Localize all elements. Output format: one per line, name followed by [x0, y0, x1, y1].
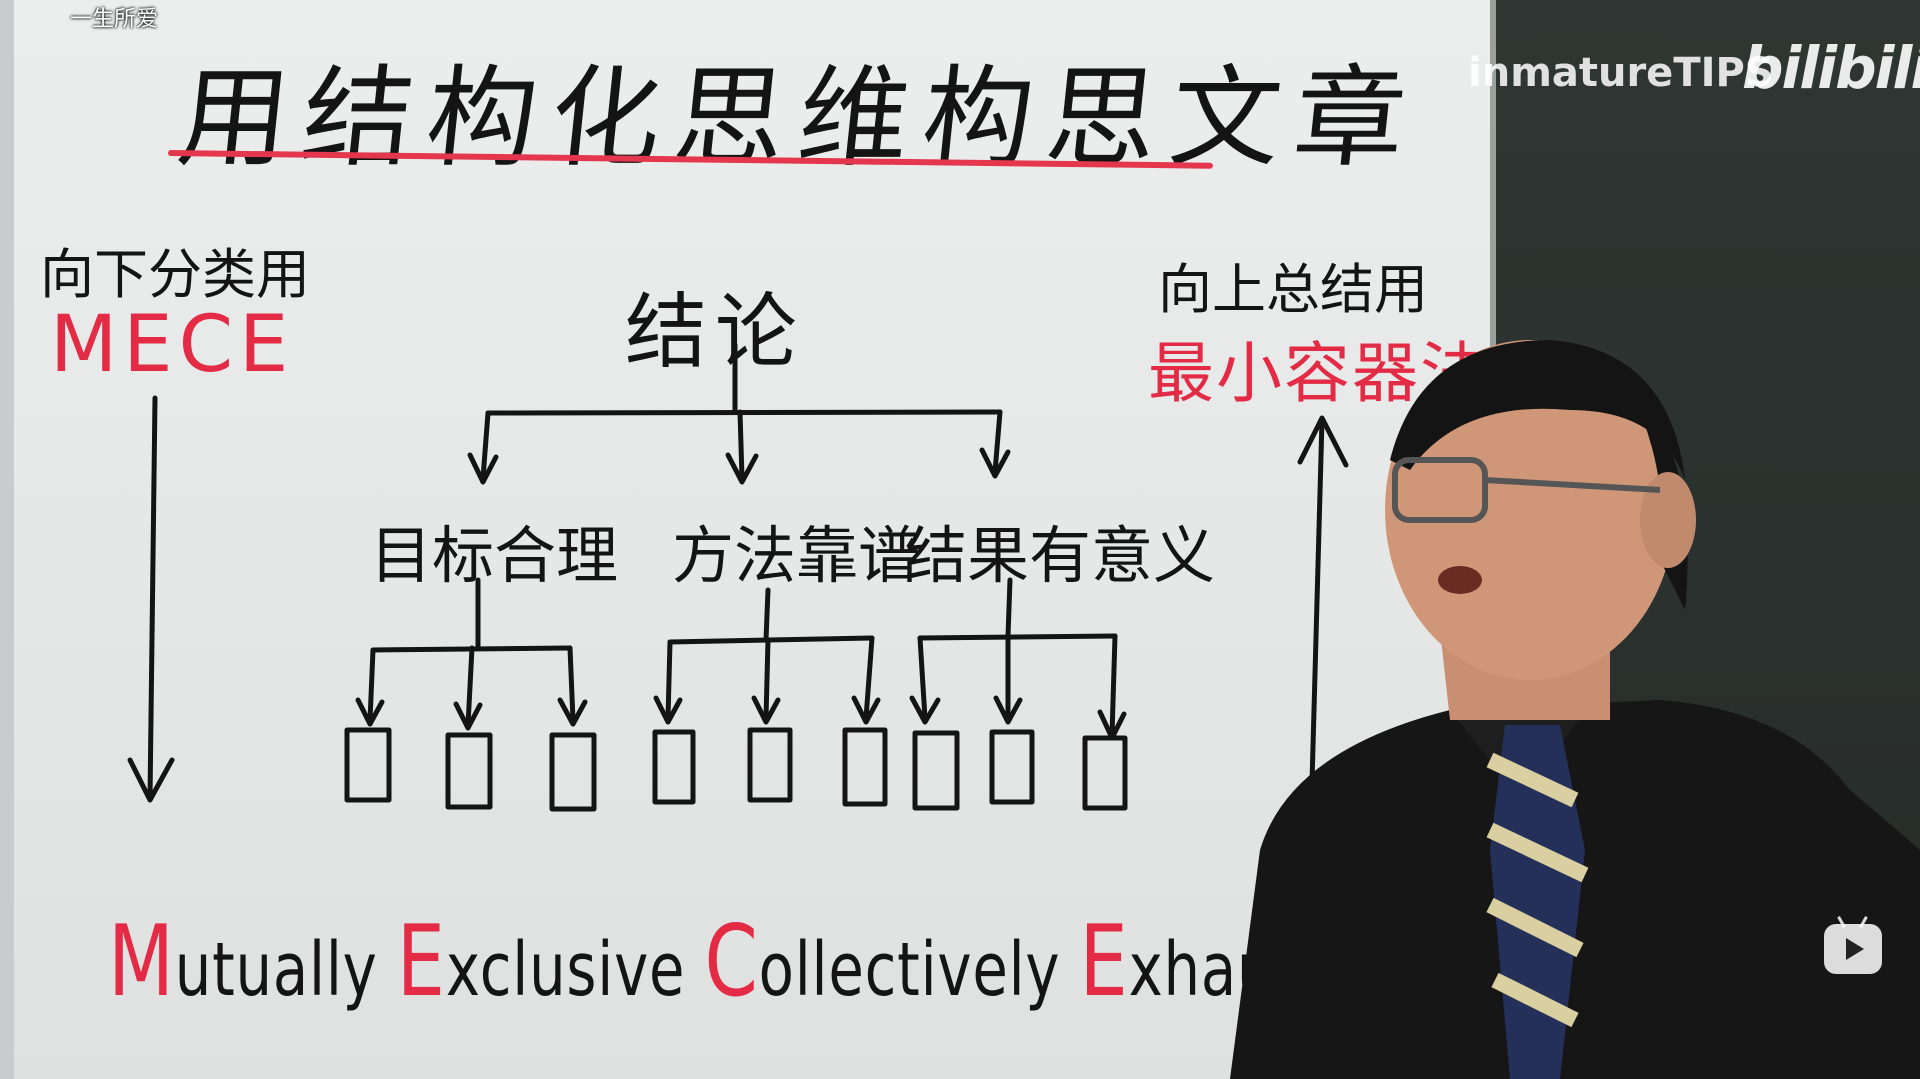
leaf-box-3 [549, 732, 597, 812]
whiteboard-left-edge [0, 0, 14, 1079]
leaf-box-2 [445, 732, 493, 810]
leaf-box-8 [989, 729, 1035, 805]
presenter [1230, 340, 1920, 1079]
bilibili-logo: bilibili [1742, 34, 1920, 102]
tree-branch-goal: 目标合理 [370, 519, 619, 592]
right-label: 向上总结用 [1158, 258, 1428, 321]
left-down-arrow-shaft [147, 395, 158, 801]
leaf-boxes [344, 727, 1128, 812]
tree-branch-method: 方法靠谱 [672, 519, 921, 592]
tree-diagram [127, 342, 1349, 858]
leaf-box-9 [1082, 735, 1128, 811]
footer-word-1: utually [174, 927, 378, 1013]
footer-cap-e2: E [1079, 905, 1129, 1019]
leaf-box-6 [842, 727, 888, 807]
leaf-box-5 [747, 727, 793, 803]
left-method-mece: MECE [50, 300, 295, 390]
leaf-box-4 [652, 729, 696, 805]
footer-word-2: xclusive [445, 927, 686, 1013]
left-label: 向下分类用 [40, 243, 310, 306]
video-corner-tag: 一生所爱 [70, 7, 159, 32]
footer-cap-m: M [108, 905, 175, 1019]
footer-cap-c: C [704, 905, 759, 1019]
tree-root-conclusion: 结论 [625, 285, 806, 380]
left-down-arrow-head [127, 757, 175, 803]
play-icon [1846, 938, 1864, 960]
tree-branch-result: 结果有意义 [905, 519, 1216, 592]
leaf-box-7 [912, 730, 960, 811]
footer-word-3: ollectively [758, 927, 1061, 1013]
channel-watermark: inmatureTIPS [1468, 50, 1774, 96]
footer-cap-e1: E [396, 905, 446, 1019]
right-up-arrow-head [1297, 415, 1349, 468]
bilibili-tv-icon[interactable] [1824, 916, 1882, 974]
leaf-box-1 [344, 727, 392, 803]
whiteboard: 用结构化思维构思文章 向下分类用 MECE 向上总结用 最小容器法 结论 目标合… [0, 0, 1490, 1079]
